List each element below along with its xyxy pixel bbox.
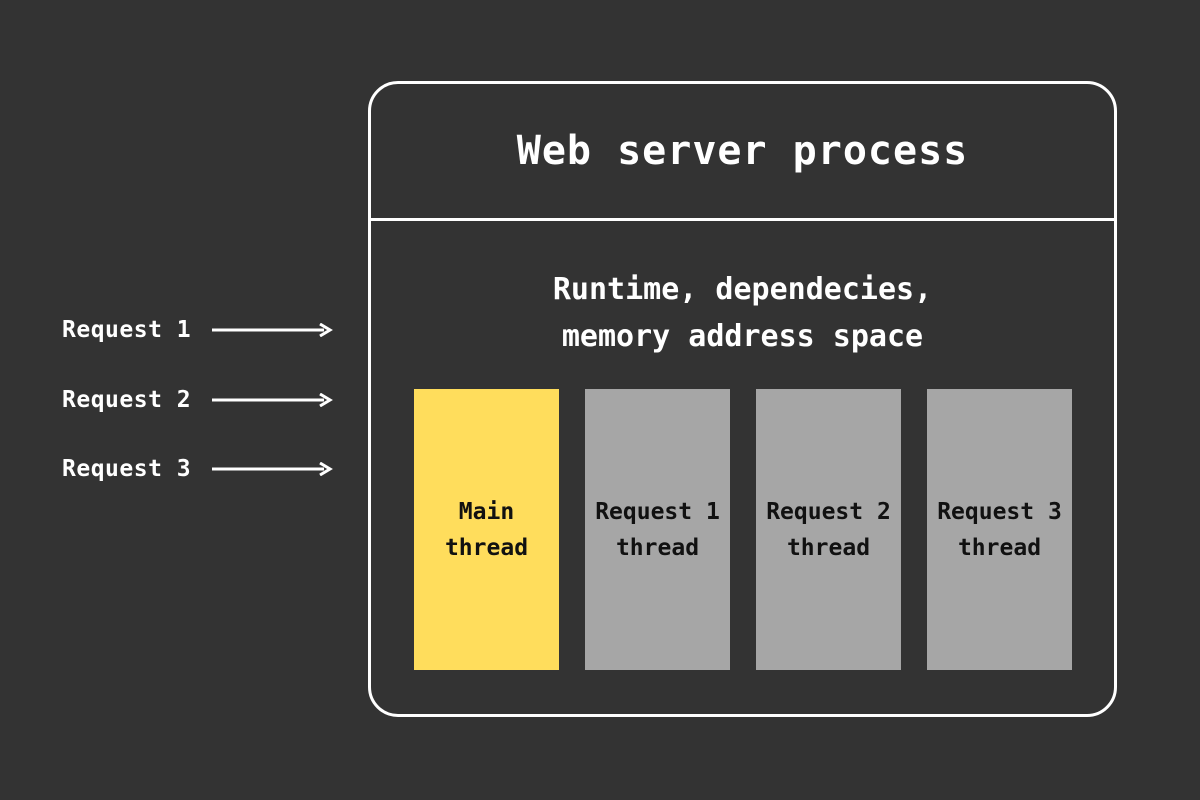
request-1-thread-box: Request 1 thread bbox=[585, 389, 730, 670]
request-2-thread-box: Request 2 thread bbox=[756, 389, 901, 670]
request-3-thread-label-line1: Request 3 bbox=[937, 498, 1062, 525]
request-3-label: Request 3 bbox=[62, 456, 192, 482]
request-1-arrow bbox=[212, 323, 333, 337]
request-2-label: Request 2 bbox=[62, 387, 192, 413]
request-1: Request 1 bbox=[62, 315, 342, 345]
request-2-arrow bbox=[212, 393, 333, 407]
request-3-arrow bbox=[212, 462, 333, 476]
request-2: Request 2 bbox=[62, 385, 342, 415]
runtime-line-1: Runtime, dependecies, bbox=[552, 272, 933, 307]
request-1-thread-label-line2: thread bbox=[615, 534, 700, 561]
request-3-thread-box: Request 3 thread bbox=[927, 389, 1072, 670]
process-title: Web server process bbox=[516, 128, 969, 174]
main-thread-box: Main thread bbox=[414, 389, 559, 670]
request-1-thread-label-line1: Request 1 bbox=[595, 498, 720, 525]
process-header: Web server process bbox=[371, 84, 1114, 221]
main-thread-label-line2: thread bbox=[444, 534, 529, 561]
main-thread-label-line1: Main bbox=[458, 498, 515, 525]
request-3-thread-label-line2: thread bbox=[957, 534, 1042, 561]
request-2-thread-label-line2: thread bbox=[786, 534, 871, 561]
request-3: Request 3 bbox=[62, 454, 342, 484]
runtime-description: Runtime, dependecies, memory address spa… bbox=[371, 266, 1114, 360]
web-server-process-box: Web server process Runtime, dependecies,… bbox=[368, 81, 1117, 717]
request-1-label: Request 1 bbox=[62, 317, 192, 343]
runtime-line-2: memory address space bbox=[561, 319, 924, 354]
request-2-thread-label-line1: Request 2 bbox=[766, 498, 891, 525]
